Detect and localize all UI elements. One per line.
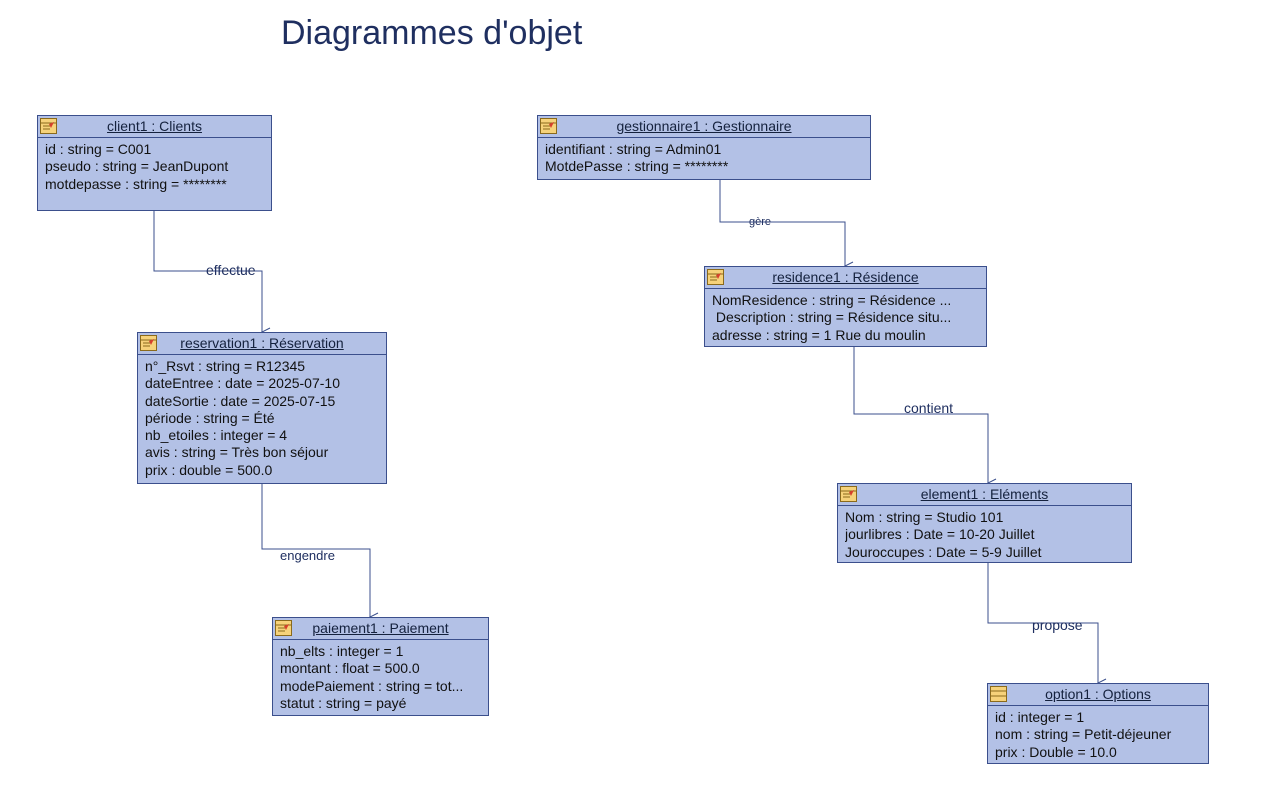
attribute: id : integer = 1 [995,709,1085,725]
object-header: option1 : Options [988,684,1208,706]
link-engendre-line [261,483,370,617]
attribute: MotdePasse : string = ******** [545,158,729,175]
attribute: jourlibres : Date = 10-20 Juillet [845,526,1035,543]
attribute: id : string = C001 [45,141,152,157]
object-residence1[interactable]: residence1 : Résidence NomResidence : st… [704,266,987,347]
object-name: residence1 : Résidence [772,269,919,285]
attribute: NomResidence : string = Résidence ... [712,292,952,308]
attribute: nb_etoiles : integer = 4 [145,427,288,444]
object-element1[interactable]: element1 : Eléments Nom : string = Studi… [837,483,1132,563]
link-contient-label: contient [904,400,954,416]
object-attributes: id : string = C001 pseudo : string = Jea… [38,138,271,193]
link-effectue-line [153,210,262,332]
attribute: avis : string = Très bon séjour [145,444,329,461]
object-header: client1 : Clients [38,116,271,138]
object-name: option1 : Options [1045,686,1151,702]
object-name: client1 : Clients [107,118,202,134]
attribute: prix : double = 500.0 [145,461,273,478]
attribute: n°_Rsvt : string = R12345 [145,358,306,374]
object-attributes: nb_elts : integer = 1 montant : float = … [273,640,488,712]
diagram-title: Diagrammes d'objet [281,14,583,52]
object-reservation1[interactable]: reservation1 : Réservation n°_Rsvt : str… [137,332,387,484]
attribute: Nom : string = Studio 101 [845,509,1004,525]
object-instance-icon [140,335,157,351]
attribute: Description : string = Résidence situ... [712,309,952,326]
attribute: période : string = Été [145,409,275,426]
object-attributes: NomResidence : string = Résidence ... De… [705,289,986,344]
object-header: reservation1 : Réservation [138,333,386,355]
link-gere-label: gère [749,216,772,228]
object-paiement1[interactable]: paiement1 : Paiement nb_elts : integer =… [272,617,489,716]
object-attributes: n°_Rsvt : string = R12345 dateEntree : d… [138,355,386,479]
object-instance-icon [840,486,857,502]
class-icon [990,686,1007,702]
object-header: residence1 : Résidence [705,267,986,289]
attribute: dateEntree : date = 2025-07-10 [145,375,340,392]
object-header: element1 : Eléments [838,484,1131,506]
attribute: montant : float = 500.0 [280,660,420,677]
attribute: identifiant : string = Admin01 [545,141,722,157]
attribute: statut : string = payé [280,694,407,711]
object-instance-icon [707,269,724,285]
object-header: gestionnaire1 : Gestionnaire [538,116,870,138]
attribute: nom : string = Petit-déjeuner [995,726,1172,743]
object-attributes: id : integer = 1 nom : string = Petit-dé… [988,706,1208,761]
object-name: paiement1 : Paiement [312,620,449,636]
object-header: paiement1 : Paiement [273,618,488,640]
attribute: modePaiement : string = tot... [280,677,464,694]
object-instance-icon [540,118,557,134]
object-option1[interactable]: option1 : Options id : integer = 1 nom :… [987,683,1209,764]
object-instance-icon [40,118,57,134]
attribute: motdepasse : string = ******** [45,175,227,192]
attribute: dateSortie : date = 2025-07-15 [145,392,336,409]
object-gestionnaire1[interactable]: gestionnaire1 : Gestionnaire identifiant… [537,115,871,180]
object-attributes: Nom : string = Studio 101 jourlibres : D… [838,506,1131,561]
link-gere-line [719,179,845,266]
object-attributes: identifiant : string = Admin01 MotdePass… [538,138,870,176]
object-name: element1 : Eléments [920,486,1049,502]
link-propose-label: propose [1032,617,1083,633]
object-instance-icon [275,620,292,636]
link-engendre-label: engendre [280,548,335,563]
attribute: nb_elts : integer = 1 [280,643,404,659]
link-contient-line [853,346,988,483]
object-name: reservation1 : Réservation [180,335,344,351]
link-propose-line [987,562,1098,683]
attribute: adresse : string = 1 Rue du moulin [712,326,926,343]
attribute: pseudo : string = JeanDupont [45,158,229,175]
object-client1[interactable]: client1 : Clients id : string = C001 pse… [37,115,272,211]
attribute: Jouroccupes : Date = 5-9 Juillet [845,543,1042,560]
attribute: prix : Double = 10.0 [995,743,1117,760]
object-name: gestionnaire1 : Gestionnaire [616,118,792,134]
link-effectue-label: effectue [206,262,256,278]
